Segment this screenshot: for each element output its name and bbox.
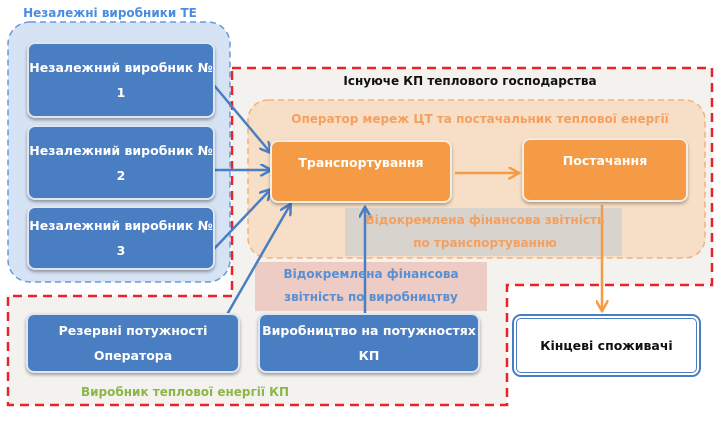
arrow-producer1 bbox=[212, 83, 270, 152]
independent-producers-title: Незалежні виробники ТЕ bbox=[23, 6, 197, 20]
producer-group-title: Виробник теплової енергії КП bbox=[80, 385, 290, 399]
supply-box: Постачання bbox=[522, 138, 688, 202]
independent-producer-2: Незалежний виробник № 2 bbox=[27, 125, 215, 200]
end-consumers-box: Кінцеві споживачі bbox=[513, 315, 700, 376]
production-reporting-label: Відокремлена фінансова звітність по виро… bbox=[283, 267, 459, 304]
transport-box: Транспортування bbox=[270, 140, 452, 203]
independent-producer-1: Незалежний виробник № 1 bbox=[27, 42, 215, 118]
operator-title: Оператор мереж ЦТ та постачальник теплов… bbox=[291, 112, 669, 126]
independent-producer-3: Незалежний виробник № 3 bbox=[27, 206, 215, 270]
reserve-capacity-box: Резервні потужності Оператора bbox=[26, 313, 240, 373]
transport-reporting-label: Відокремлена фінансова звітність по тран… bbox=[365, 213, 605, 250]
existing-enterprise-title: Існуюче КП теплового господарства bbox=[343, 74, 597, 88]
arrow-reserve bbox=[223, 205, 290, 319]
enterprise-production-box: Виробництво на потужностях КП bbox=[258, 313, 480, 373]
transport-reporting-area bbox=[345, 208, 622, 256]
production-reporting-area bbox=[255, 262, 487, 311]
arrow-producer3 bbox=[212, 190, 270, 251]
